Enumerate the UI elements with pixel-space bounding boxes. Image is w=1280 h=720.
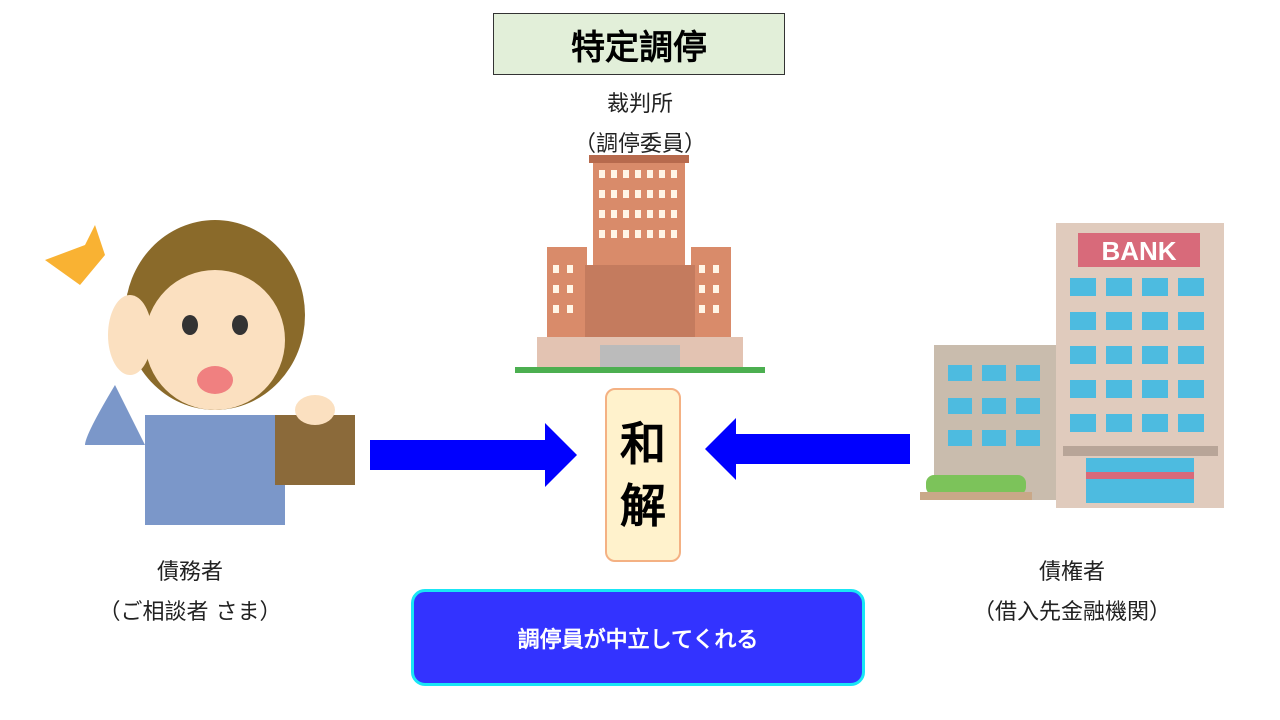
court-sublabel: （調停委員） bbox=[573, 132, 706, 157]
settlement-char-1: 和 bbox=[620, 417, 666, 471]
debtor-label: 債務者 bbox=[156, 560, 223, 585]
bank-sign: BANK bbox=[1101, 236, 1176, 266]
left-arrow-icon bbox=[705, 418, 910, 480]
settlement-box: 和 解 bbox=[605, 388, 681, 562]
creditor-sublabel: （借入先金融機関） bbox=[972, 600, 1171, 625]
court-label: 裁判所 bbox=[606, 92, 673, 117]
bank-building-icon: BANK bbox=[920, 223, 1224, 508]
court-building-icon bbox=[515, 155, 765, 373]
right-arrow-icon bbox=[370, 423, 577, 487]
mediator-note: 調停員が中立してくれる bbox=[411, 589, 865, 686]
debtor-sublabel: （ご相談者 さま） bbox=[98, 600, 282, 625]
page-title: 特定調停 bbox=[493, 13, 785, 75]
settlement-char-2: 解 bbox=[620, 479, 666, 533]
worried-person-icon bbox=[45, 220, 355, 525]
creditor-label: 債権者 bbox=[1038, 560, 1105, 585]
